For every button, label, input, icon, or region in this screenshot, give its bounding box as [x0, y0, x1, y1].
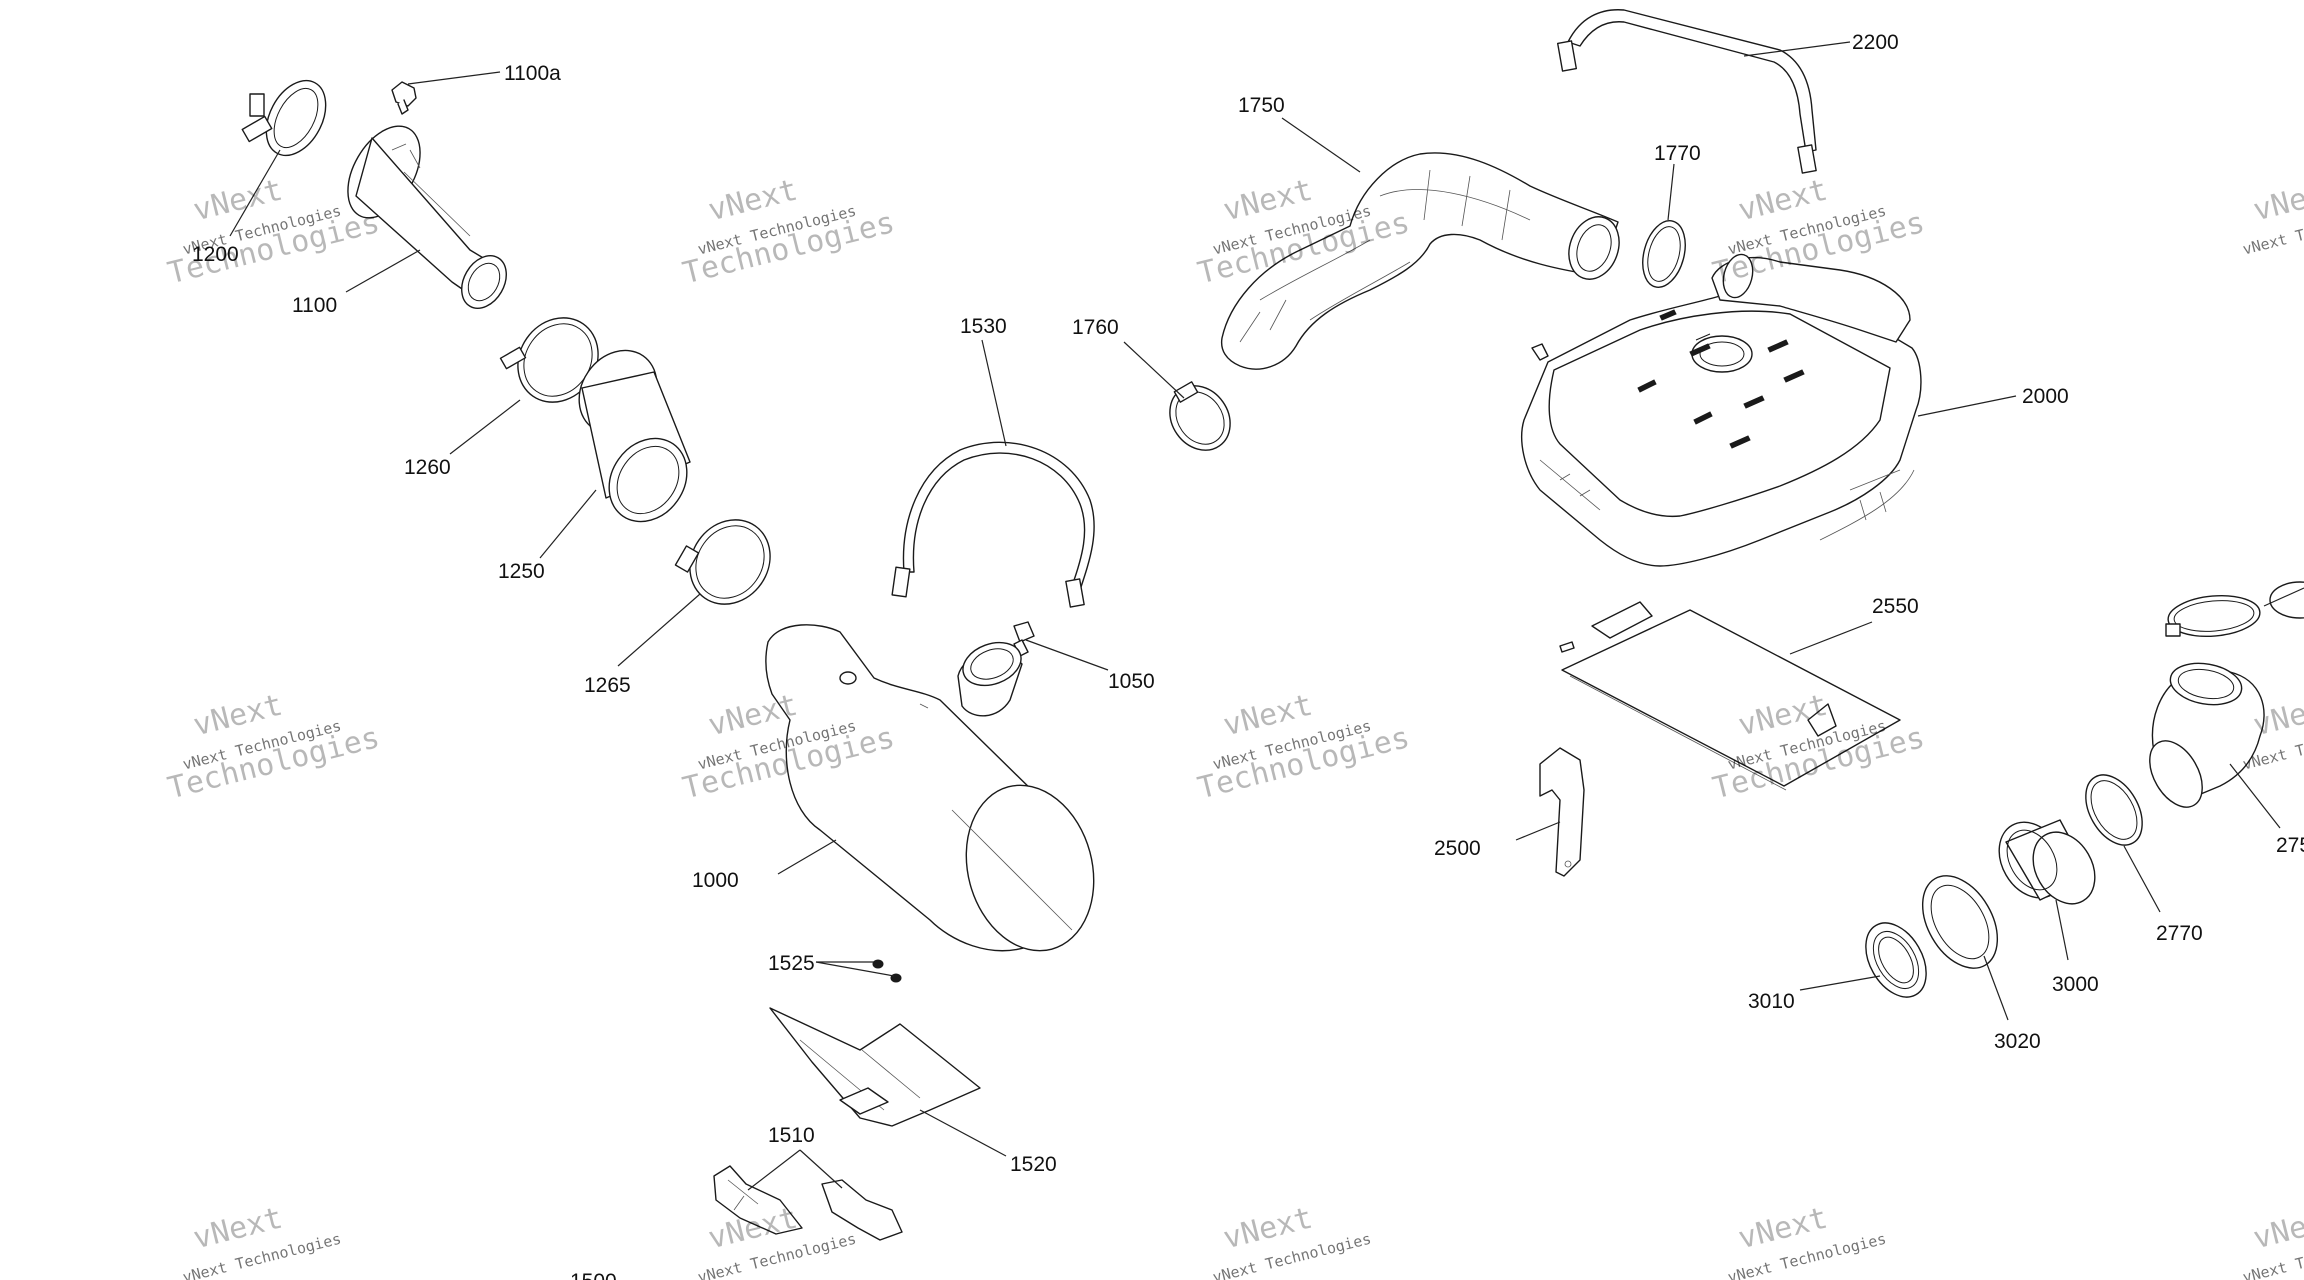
label-2770: 2770	[2156, 922, 2203, 945]
label-1100: 1100	[292, 294, 337, 317]
label-1510: 1510	[768, 1124, 815, 1147]
part-1000-muffler	[765, 624, 1095, 952]
part-1200-clamp	[241, 79, 327, 157]
part-3020-gasket	[1921, 875, 1999, 969]
label-1530: 1530	[960, 315, 1007, 338]
label-275: 275	[2276, 834, 2304, 857]
part-1770-clamp	[1642, 220, 1686, 288]
svg-text:vNext: vNext	[2250, 173, 2304, 229]
label-2500: 2500	[1434, 837, 1481, 860]
watermark: vNext vNext Technologies	[1726, 1201, 1888, 1280]
part-1100a-bolt	[391, 81, 417, 115]
part-1265-clamp	[674, 519, 771, 605]
watermark: vNext vNext Technologies Technologies	[164, 688, 383, 807]
label-1525: 1525	[768, 952, 815, 975]
part-1100-tube	[347, 125, 507, 309]
watermark: vNext vNext Technologies Technologies	[1194, 688, 1413, 807]
part-1530-strap	[891, 441, 1095, 608]
part-1525-screws	[872, 959, 902, 983]
label-3020: 3020	[1994, 1030, 2041, 1053]
label-1260: 1260	[404, 456, 451, 479]
part-1050-sensor	[1013, 621, 1035, 657]
part-1250-coupler	[578, 349, 691, 523]
label-1750: 1750	[1238, 94, 1285, 117]
label-1520: 1520	[1010, 1153, 1057, 1176]
label-2200: 2200	[1852, 31, 1899, 54]
part-2550-plate	[1559, 601, 1901, 791]
part-1520-heat-shield	[769, 1007, 981, 1127]
watermark: vNext vNext Technologies	[2241, 173, 2304, 259]
watermark: vNext vNext Technologies	[2241, 1201, 2304, 1280]
part-2000-airbox	[1521, 253, 1922, 567]
part-2500-bracket	[1539, 747, 1585, 877]
part-3010-flange	[1865, 922, 1927, 998]
label-1200: 1200	[192, 243, 239, 266]
leader-lines	[229, 41, 2304, 1191]
label-1265: 1265	[584, 674, 631, 697]
part-right-edge-clamp	[2269, 581, 2304, 619]
label-1100a: 1100a	[504, 62, 561, 85]
part-1510-brackets	[713, 1165, 903, 1241]
label-3010: 3010	[1748, 990, 1795, 1013]
label-1500: 1500	[570, 1270, 617, 1280]
label-2550: 2550	[1872, 595, 1919, 618]
part-labels: 1100a 1200 1100 1260 1250 1265 1530 1760…	[192, 31, 2304, 1280]
part-275x-clamp	[2165, 594, 2261, 638]
label-3000: 3000	[2052, 973, 2099, 996]
watermark: vNext vNext Technologies	[181, 1201, 343, 1280]
label-1770: 1770	[1654, 142, 1701, 165]
part-2770-clamp	[2085, 774, 2143, 846]
label-1250: 1250	[498, 560, 545, 583]
label-2000: 2000	[2022, 385, 2069, 408]
label-1050: 1050	[1108, 670, 1155, 693]
svg-text:vNext: vNext	[2250, 1201, 2304, 1257]
watermark: vNext vNext Technologies Technologies	[679, 173, 898, 292]
part-3000-spigot	[1998, 819, 2096, 905]
part-275x-elbow	[2149, 662, 2265, 808]
label-1760: 1760	[1072, 316, 1119, 339]
watermark: vNext vNext Technologies	[1211, 1201, 1373, 1280]
part-2200-strap	[1556, 9, 1817, 174]
label-1000: 1000	[692, 869, 739, 892]
part-1750-intake-duct	[1220, 152, 1620, 370]
part-1760-clamp	[1169, 381, 1231, 451]
